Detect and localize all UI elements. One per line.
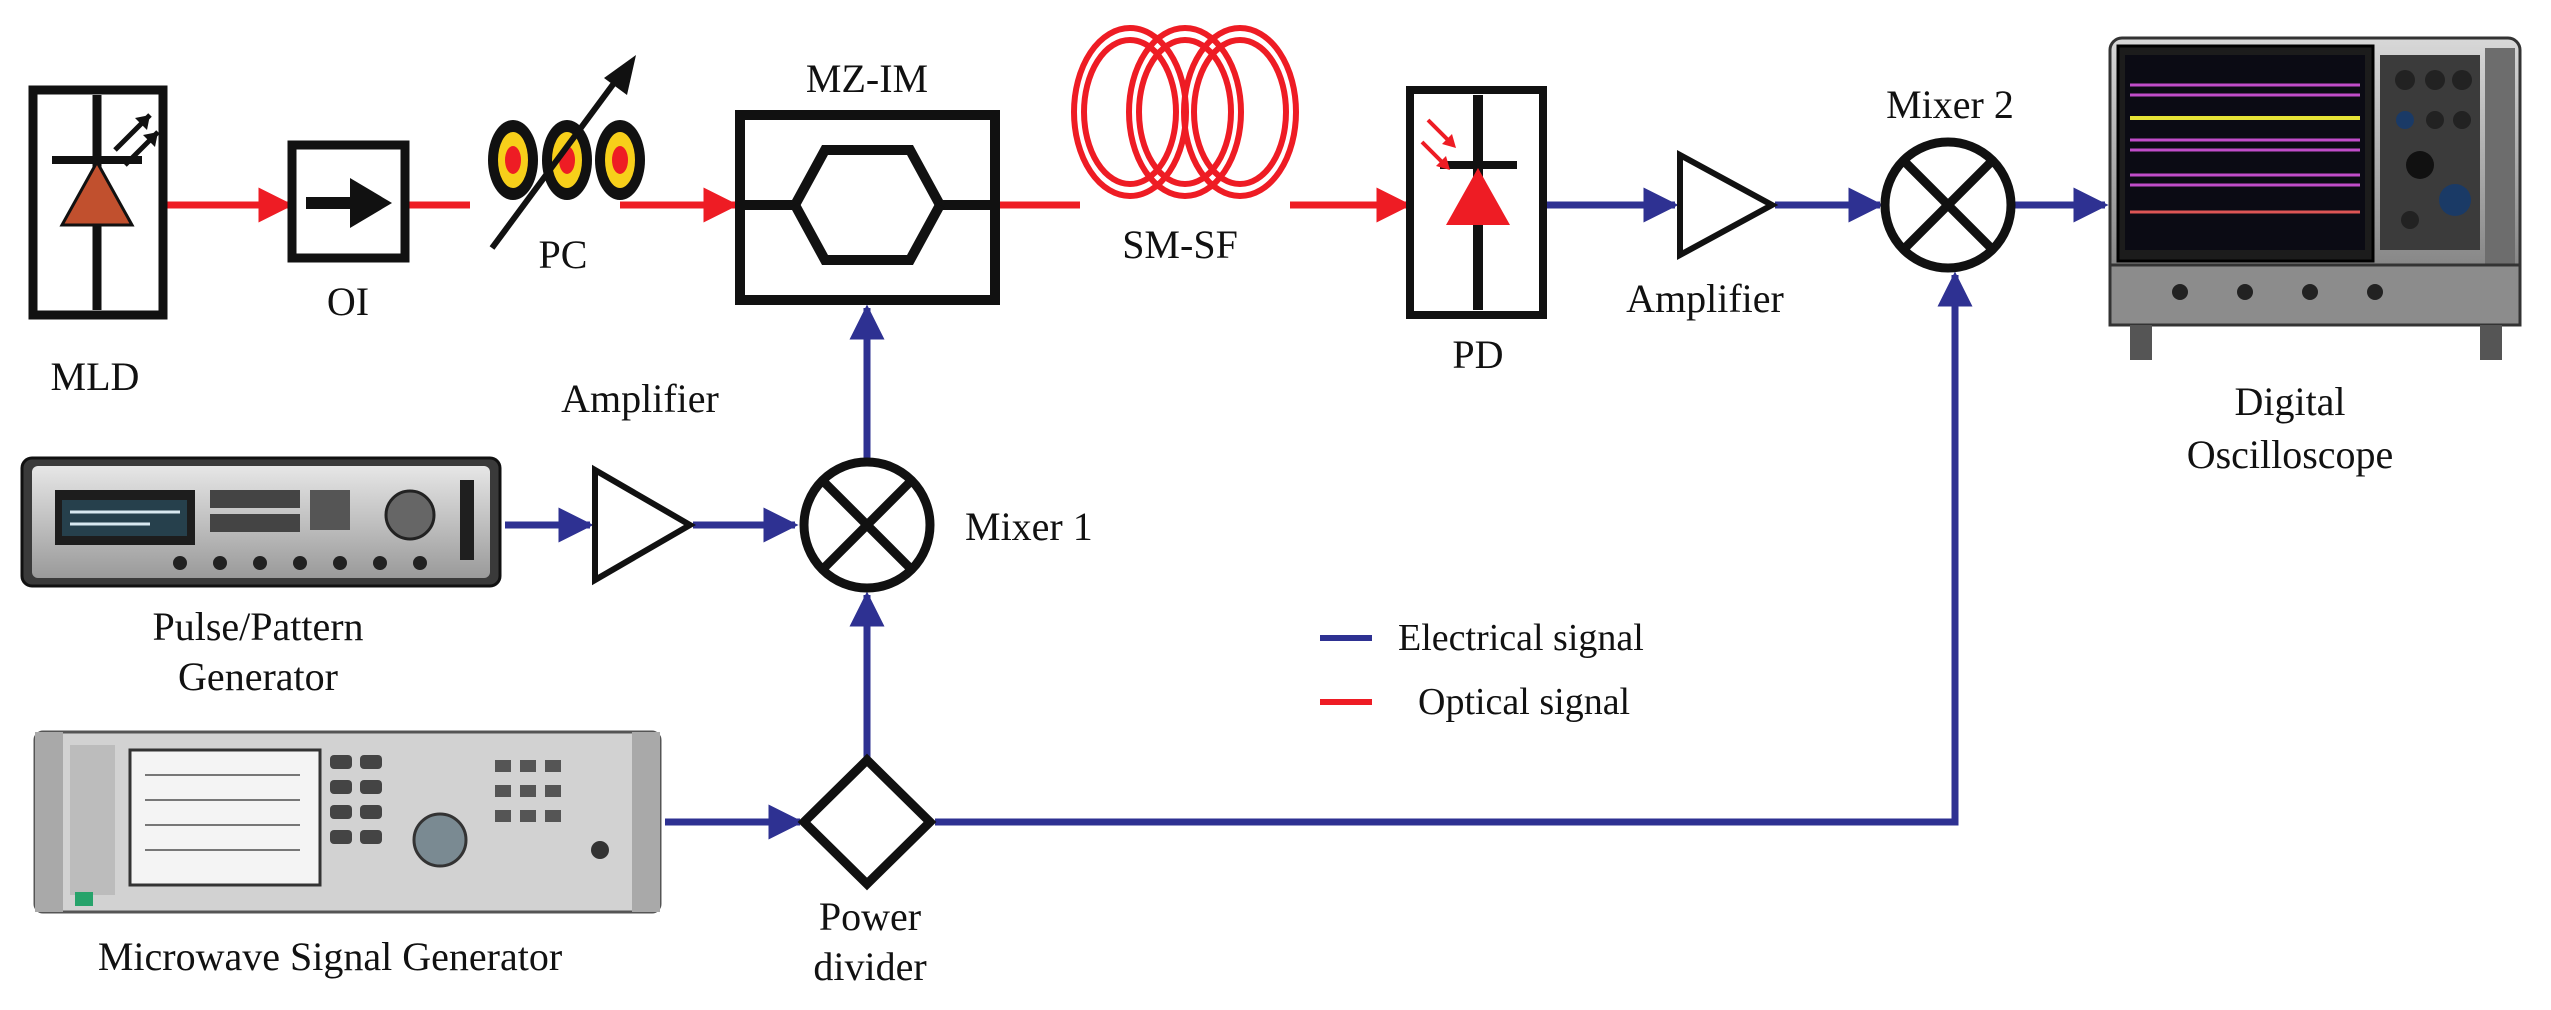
mzi-waveguide-icon: [742, 145, 993, 210]
mld-box: [28, 85, 168, 320]
pc-paddle-icon: [595, 120, 645, 200]
pc-label: PC: [539, 232, 588, 277]
power-divider-label-line1: Power: [819, 894, 921, 939]
mixer1-label: Mixer 1: [965, 504, 1093, 549]
mzim-box: [735, 110, 1000, 305]
oscilloscope-label-line2: Oscilloscope: [2187, 432, 2394, 477]
mld-label: MLD: [51, 354, 140, 399]
pc-device: [488, 55, 645, 250]
mzim-label: MZ-IM: [806, 56, 928, 101]
pc-paddle-icon: [542, 120, 592, 200]
mixer2-label: Mixer 2: [1886, 82, 2014, 127]
ppg-label-line1: Pulse/Pattern: [152, 604, 363, 649]
pc-adjust-arrow-icon: [489, 73, 623, 250]
amplifier-mid-icon: [592, 464, 696, 586]
fiber-spool-icon: [1071, 25, 1299, 199]
pc-paddle-icon: [488, 120, 538, 200]
power-divider-icon: [797, 753, 937, 891]
legend-optical-label: Optical signal: [1418, 681, 1630, 723]
electrical-links: [505, 187, 2109, 840]
ppg-label-line2: Generator: [178, 654, 338, 699]
link-divider-mixer2: [935, 271, 1973, 826]
oi-box: [287, 140, 410, 263]
smsf-label: SM-SF: [1122, 222, 1238, 267]
pd-box: [1406, 86, 1547, 319]
amplifier-mid-label: Amplifier: [561, 376, 719, 421]
amplifier-top-icon: [1677, 149, 1779, 261]
pd-label: PD: [1452, 332, 1503, 377]
microwave-signal-generator-icon: [33, 730, 662, 914]
pulse-pattern-generator-icon: [20, 456, 502, 588]
isolator-arrow-icon: [350, 178, 392, 228]
photodiode-icon: [1446, 168, 1510, 225]
mixer1-icon: [799, 457, 935, 593]
legend-electrical-label: Electrical signal: [1398, 617, 1644, 659]
oscilloscope-label-line1: Digital: [2234, 379, 2345, 424]
legend: Electrical signal Optical signal: [1320, 617, 1644, 723]
mixer2-icon: [1880, 137, 2016, 273]
power-divider-label-line2: divider: [813, 944, 926, 989]
msg-label: Microwave Signal Generator: [98, 934, 562, 979]
laser-diode-icon: [59, 158, 135, 227]
oscilloscope-icon: [2108, 36, 2522, 360]
amplifier-top-label: Amplifier: [1626, 276, 1784, 321]
oi-label: OI: [327, 279, 369, 324]
